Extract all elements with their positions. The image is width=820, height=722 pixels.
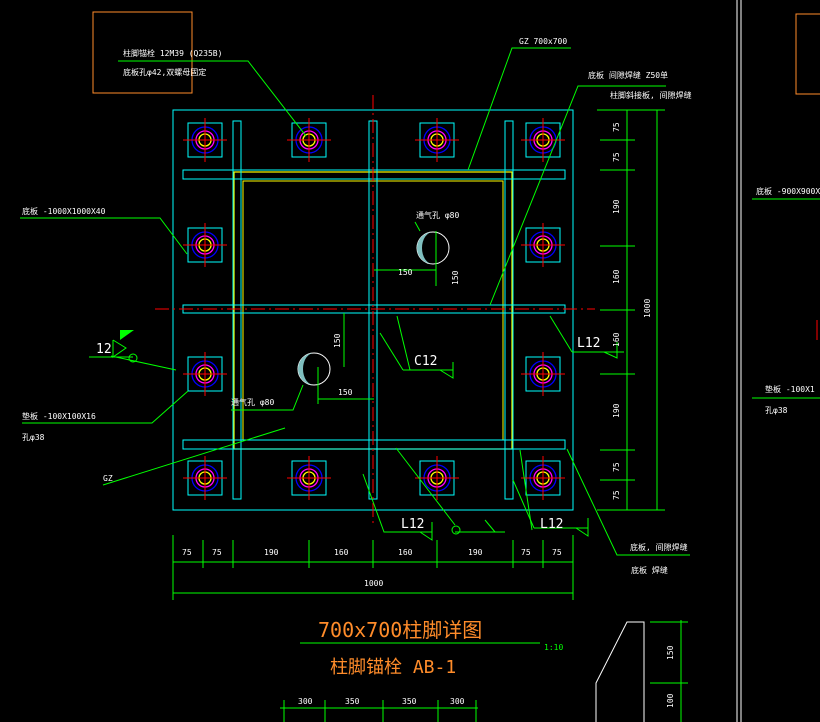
- stiffener-left: [232, 120, 242, 500]
- weld-note-top-2: 柱脚斜接板, 间隙焊缝: [610, 90, 692, 100]
- drawing-scale: 1:10: [544, 643, 563, 652]
- dim-v-190b: 190: [612, 403, 621, 418]
- bottom-dimensions: [172, 535, 574, 600]
- anchor-bolt: [183, 118, 227, 162]
- anchor-bolt: [183, 456, 227, 500]
- l12-label-bottom-left: L12: [401, 517, 424, 532]
- dim-b-300b: 300: [450, 697, 465, 706]
- dim-h-160b: 160: [398, 548, 413, 557]
- dim-v-75c: 75: [612, 462, 621, 472]
- dim-b-350a: 350: [345, 697, 360, 706]
- dim-r-150: 150: [666, 645, 675, 660]
- right-hole-label: 孔φ38: [765, 406, 788, 415]
- dim-b-350b: 350: [402, 697, 417, 706]
- anchor-note-frame: [92, 11, 193, 94]
- dim-hole1-v: 150: [451, 270, 460, 285]
- base-plate-label: 底板 -1000X1000X40: [22, 206, 106, 216]
- stiffener-top: [182, 169, 566, 180]
- right-note-frame: [795, 13, 820, 95]
- anchor-bolt-label: 柱脚锚栓 12M39 (Q235B): [123, 48, 222, 58]
- flag-icon: [120, 330, 134, 340]
- anchor-bolt: [287, 456, 331, 500]
- vent-hole-label-2: 通气孔 φ80: [231, 397, 274, 407]
- drawing-subtitle: 柱脚锚栓 AB-1: [330, 657, 456, 678]
- anchor-bolt: [183, 352, 227, 396]
- dim-v-75a: 75: [612, 122, 621, 132]
- anchor-bolt: [521, 456, 565, 500]
- bottom-partial-dims: [280, 700, 478, 722]
- anchor-hole-note: 底板孔φ42,双螺母固定: [123, 67, 206, 77]
- weld-note-bottom: 底板, 间隙焊缝: [630, 542, 688, 552]
- dim-v-160b: 160: [612, 332, 621, 347]
- dim-v-190a: 190: [612, 199, 621, 214]
- stiffener-bottom: [182, 439, 566, 450]
- dim-h-75a: 75: [182, 548, 192, 557]
- leader-lines: [20, 47, 690, 556]
- c12-label: C12: [414, 354, 437, 369]
- dim-v-75d: 75: [612, 490, 621, 500]
- right-washer-label: 垫板 -100X1: [765, 384, 815, 394]
- anchor-bolt: [415, 118, 459, 162]
- washer-label: 垫板 -100X100X16: [22, 411, 96, 421]
- drawing-title: 700x700柱脚详图: [318, 618, 482, 642]
- dim-b-300a: 300: [298, 697, 313, 706]
- anchor-bolt: [183, 223, 227, 267]
- dim-h-75b: 75: [212, 548, 222, 557]
- anchor-bolts: [183, 118, 565, 500]
- anchor-bolt: [521, 118, 565, 162]
- dim-v-total: 1000: [643, 299, 652, 318]
- anchor-bolt: [415, 456, 459, 500]
- dim-hole2-h: 150: [338, 388, 353, 397]
- weld-note-bottom-2: 底板 焊缝: [631, 565, 668, 575]
- washer-hole-label: 孔φ38: [22, 433, 45, 442]
- anchor-bolt: [521, 352, 565, 396]
- l12-label-bottom-right: L12: [540, 517, 563, 532]
- column-label-top: GZ 700x700: [519, 37, 567, 46]
- anchor-bolt: [287, 118, 331, 162]
- dim-hole1-h: 150: [398, 268, 413, 277]
- dim-v-75b: 75: [612, 152, 621, 162]
- weld-note-top: 底板 间隙焊缝 Z50单: [588, 70, 668, 80]
- flag-label: 12: [96, 342, 112, 357]
- dim-hole2-v: 150: [333, 333, 342, 348]
- vent-hole-label-1: 通气孔 φ80: [416, 210, 459, 220]
- gz-label: GZ: [103, 474, 113, 483]
- dim-h-total: 1000: [364, 579, 383, 588]
- dim-r-100: 100: [666, 693, 675, 708]
- section-dims: [650, 198, 820, 722]
- vent-hole-2: [297, 352, 331, 386]
- stiffener-right: [504, 120, 514, 500]
- right-plate-label: 底板 -900X900X: [756, 186, 820, 196]
- vent-hole-1: [416, 231, 450, 265]
- dim-h-75c: 75: [521, 548, 531, 557]
- dim-v-160a: 160: [612, 269, 621, 284]
- l12-label-right: L12: [577, 336, 600, 351]
- dim-h-190a: 190: [264, 548, 279, 557]
- dim-h-160a: 160: [334, 548, 349, 557]
- right-dimensions: [597, 109, 665, 511]
- anchor-bolt: [521, 223, 565, 267]
- dim-h-75d: 75: [552, 548, 562, 557]
- dim-h-190b: 190: [468, 548, 483, 557]
- stiffener-section: [595, 621, 645, 722]
